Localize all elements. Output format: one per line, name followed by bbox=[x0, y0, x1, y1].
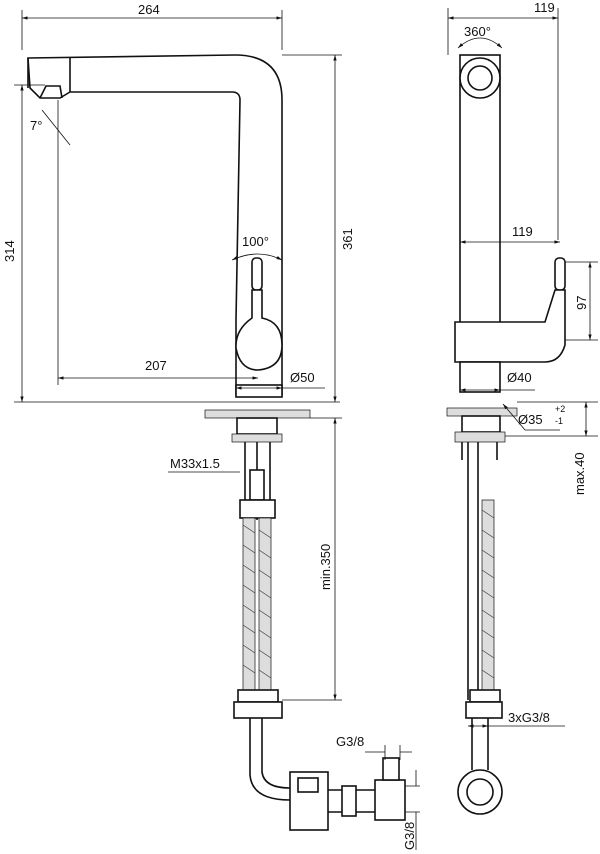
supply-hoses bbox=[242, 517, 272, 691]
side-valve bbox=[457, 769, 503, 815]
deck-plate bbox=[204, 409, 311, 419]
side-dimensions: 119 360° 119 97 Ø40 Ø35 +2 -1 max.40 3xG… bbox=[447, 0, 598, 728]
dim-deck-thickness: max.40 bbox=[572, 452, 587, 495]
control-box bbox=[289, 771, 329, 831]
dim-base-diameter: Ø40 bbox=[507, 370, 532, 385]
dim-valve-inlet: G3/8 bbox=[336, 734, 364, 749]
dim-spout-angle: 7° bbox=[30, 118, 42, 133]
front-faucet bbox=[27, 54, 406, 831]
dim-swivel: 360° bbox=[464, 24, 491, 39]
dim-lever-reach: 119 bbox=[512, 224, 533, 239]
side-faucet bbox=[446, 54, 566, 815]
dim-reach: 207 bbox=[145, 358, 167, 373]
dim-hole-tol-upper: +2 bbox=[555, 404, 565, 414]
dim-connections: 3xG3/8 bbox=[508, 710, 550, 725]
lever-handle bbox=[251, 257, 263, 291]
dim-hose-length: min.350 bbox=[318, 544, 333, 590]
angle-valve bbox=[374, 779, 406, 821]
dim-valve-outlet: G3/8 bbox=[402, 822, 417, 850]
front-dimensions: 264 314 361 7° 100° 207 Ø50 M33x1.5 min.… bbox=[2, 2, 420, 850]
dim-body-diameter: Ø50 bbox=[290, 370, 315, 385]
dim-lever-rotation: 100° bbox=[242, 234, 269, 249]
dim-hole-tol-lower: -1 bbox=[555, 416, 563, 426]
dim-thread: M33x1.5 bbox=[170, 456, 220, 471]
dim-lever-height: 97 bbox=[574, 296, 589, 310]
dim-width: 264 bbox=[138, 2, 160, 17]
dim-hole-diameter: Ø35 bbox=[518, 412, 543, 427]
dim-spout-height: 314 bbox=[2, 240, 17, 262]
dim-depth: 119 bbox=[534, 0, 555, 15]
dim-total-height: 361 bbox=[340, 228, 355, 250]
